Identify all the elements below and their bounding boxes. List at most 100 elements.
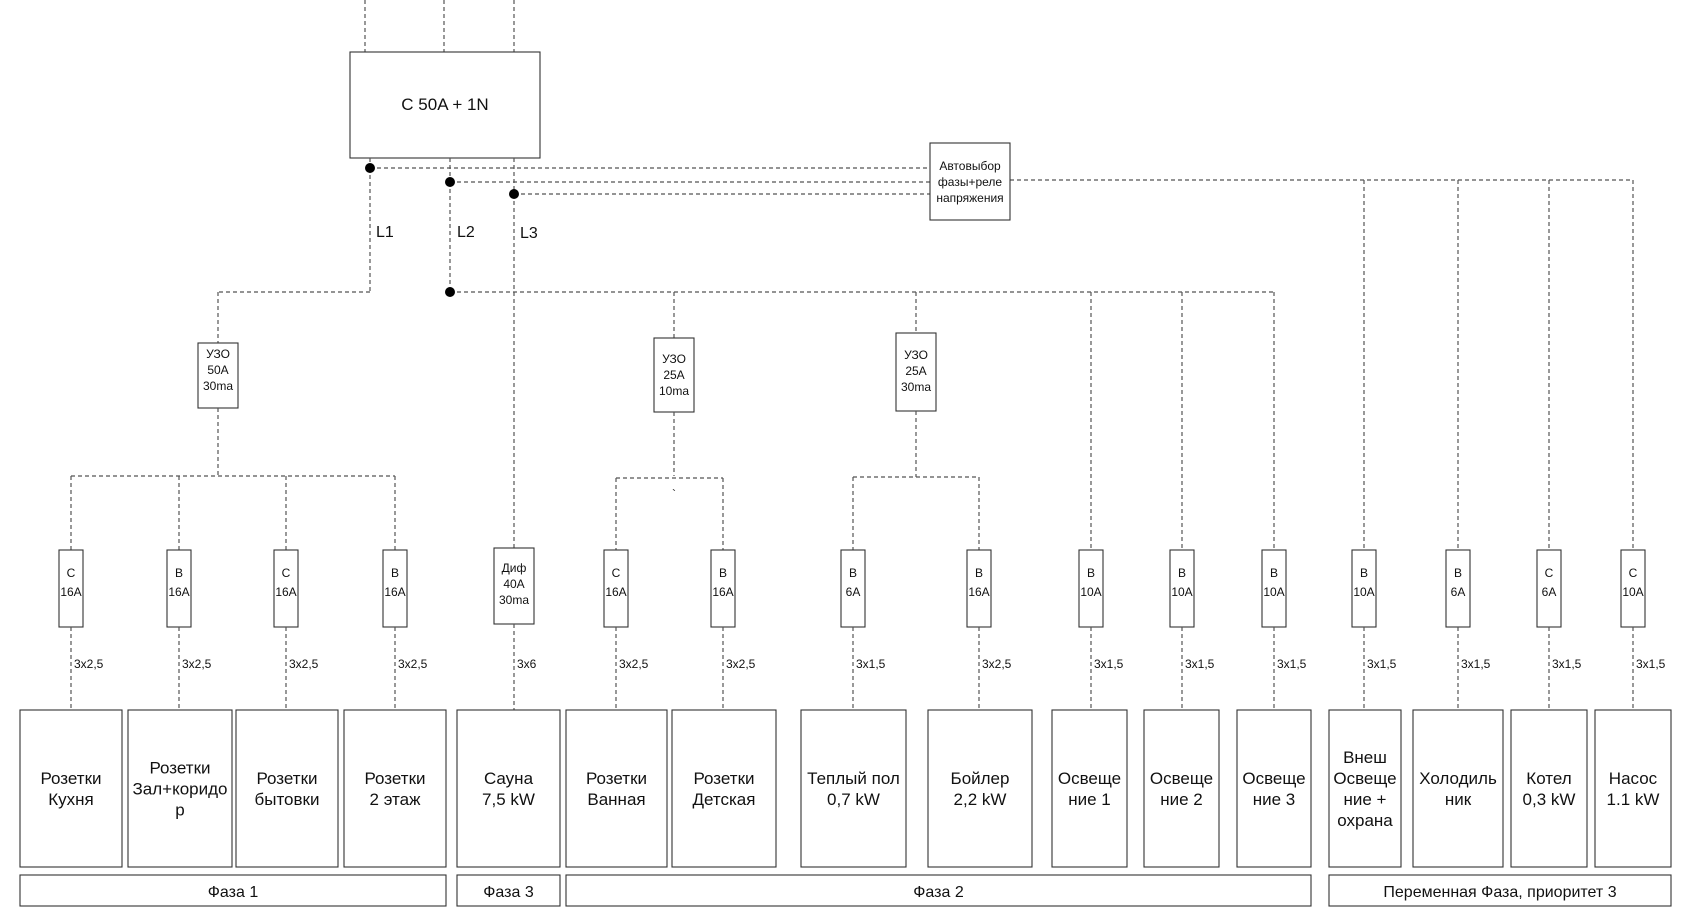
- phase-group-1-label: Фаза 1: [208, 884, 259, 901]
- cable-spec-6: 3х2,5: [619, 657, 649, 671]
- load-2-line-1: Розетки: [149, 759, 210, 778]
- phase-label-l2: L2: [457, 224, 475, 241]
- load-11-line-1: Освеще: [1150, 769, 1213, 788]
- load-15-box: [1510, 709, 1588, 868]
- breaker-8-line-2: 6A: [846, 585, 861, 599]
- cable-spec-11: 3х1,5: [1185, 657, 1215, 671]
- load-4-box: [343, 709, 447, 868]
- breaker-7-line-1: B: [719, 566, 727, 580]
- breaker-9-line-1: B: [975, 566, 983, 580]
- load-1-box: [19, 709, 123, 868]
- auto-phase-selector: Автовыбор фазы+реле напряжения: [929, 142, 1011, 221]
- cable-spec-5: 3х6: [517, 657, 537, 671]
- breaker-1-line-2: 16A: [60, 585, 81, 599]
- cable-spec-12: 3х1,5: [1277, 657, 1307, 671]
- breaker-5-line-2: 40A: [503, 577, 524, 591]
- cable-spec-8: 3х1,5: [856, 657, 886, 671]
- rcd-distribution: `: [71, 408, 979, 501]
- load-10-box: [1051, 709, 1128, 868]
- breaker-10-line-1: B: [1087, 566, 1095, 580]
- phase-group-3-box: [565, 874, 1312, 907]
- cable-spec-16: 3х1,5: [1636, 657, 1666, 671]
- breaker-3-box: [273, 549, 299, 628]
- breaker-12-line-1: B: [1270, 566, 1278, 580]
- load-5-box: [456, 709, 561, 868]
- breaker-12-line-2: 10A: [1263, 585, 1284, 599]
- load-12-box: [1236, 709, 1312, 868]
- cable-spec-7: 3х2,5: [726, 657, 756, 671]
- load-6-line-2: Ванная: [587, 790, 645, 809]
- rcd-2-line-2: 25A: [663, 368, 684, 382]
- load-14-line-1: Холодиль: [1419, 769, 1497, 788]
- load-16-box: [1594, 709, 1672, 868]
- breaker-2-line-1: B: [175, 566, 183, 580]
- breaker-9-box: [966, 549, 992, 628]
- load-3-line-1: Розетки: [256, 769, 317, 788]
- breaker-15-line-1: C: [1545, 566, 1554, 580]
- phase-group-2-label: Фаза 3: [483, 884, 534, 901]
- load-8-line-1: Теплый пол: [807, 769, 900, 788]
- breaker-14-line-2: 6A: [1451, 585, 1466, 599]
- cable-spec-2: 3х2,5: [182, 657, 212, 671]
- breaker-4-box: [382, 549, 408, 628]
- rcd-1-line-3: 30ma: [203, 379, 233, 393]
- breaker-4-line-2: 16A: [384, 585, 405, 599]
- cable-spec-4: 3х2,5: [398, 657, 428, 671]
- breaker-6-line-2: 16A: [605, 585, 626, 599]
- breaker-12-box: [1261, 549, 1287, 628]
- breaker-5-box: [493, 547, 535, 625]
- load-12-line-2: ние 3: [1253, 790, 1296, 809]
- auto-phase-line-1: Автовыбор: [939, 159, 1001, 173]
- load-13-line-4: охрана: [1337, 811, 1393, 830]
- breaker-16-line-1: C: [1629, 566, 1638, 580]
- load-13-line-3: ние +: [1344, 790, 1387, 809]
- bus-lines: [217, 158, 1634, 550]
- load-2-box: [127, 709, 233, 868]
- cable-spec-3: 3х2,5: [289, 657, 319, 671]
- breaker-16-line-2: 10A: [1622, 585, 1643, 599]
- load-9-line-2: 2,2 kW: [954, 790, 1007, 809]
- breaker-10-box: [1078, 549, 1104, 628]
- load-4-line-1: Розетки: [364, 769, 425, 788]
- load-7-line-2: Детская: [693, 790, 756, 809]
- breaker-11-line-2: 10A: [1171, 585, 1192, 599]
- cable-spec-13: 3х1,5: [1367, 657, 1397, 671]
- rcd-2-line-1: УЗО: [662, 352, 686, 366]
- breaker-11-line-1: B: [1178, 566, 1186, 580]
- load-5-line-2: 7,5 kW: [482, 790, 535, 809]
- load-13-line-1: Внеш: [1343, 748, 1387, 767]
- junction-dots: [365, 163, 519, 297]
- rcd-3-line-3: 30ma: [901, 380, 931, 394]
- load-14-box: [1412, 709, 1504, 868]
- breaker-15-line-2: 6A: [1542, 585, 1557, 599]
- breaker-1-box: [58, 549, 84, 628]
- load-7-box: [671, 709, 777, 868]
- breaker-3-line-2: 16A: [275, 585, 296, 599]
- cable-specs: 3х2,5 3х2,5 3х2,5 3х2,5 3х6 3х2,5 3х2,5 3х1,5 3х…: [74, 657, 1666, 671]
- breaker-3-line-1: C: [282, 566, 291, 580]
- breaker-6-box: [603, 549, 629, 628]
- cable-spec-9: 3х2,5: [982, 657, 1012, 671]
- phase-group-2-box: [456, 874, 561, 907]
- load-1-line-1: Розетки: [40, 769, 101, 788]
- load-9-line-1: Бойлер: [951, 769, 1010, 788]
- breaker-5-line-1: Диф: [502, 561, 527, 575]
- stray-mark: `: [672, 487, 676, 501]
- rcd-feeders: [673, 292, 1275, 550]
- load-2-line-3: р: [175, 801, 184, 820]
- auto-phase-line-3: напряжения: [936, 191, 1003, 205]
- load-8-line-2: 0,7 kW: [827, 790, 880, 809]
- load-7-line-1: Розетки: [693, 769, 754, 788]
- breaker-1-line-1: C: [67, 566, 76, 580]
- main-breaker: C 50A + 1N: [349, 51, 541, 159]
- load-16-line-2: 1.1 kW: [1607, 790, 1660, 809]
- load-16-line-1: Насос: [1609, 769, 1658, 788]
- breaker-2-line-2: 16A: [168, 585, 189, 599]
- auto-phase-line-2: фазы+реле: [938, 175, 1002, 189]
- rcd-3: УЗО 25A 30ma: [895, 332, 937, 412]
- breaker-7-line-2: 16A: [712, 585, 733, 599]
- load-boxes: РозеткиКухняРозеткиЗал+коридорРозеткибыт…: [19, 709, 1672, 868]
- cable-spec-1: 3х2,5: [74, 657, 104, 671]
- breaker-6-line-1: C: [612, 566, 621, 580]
